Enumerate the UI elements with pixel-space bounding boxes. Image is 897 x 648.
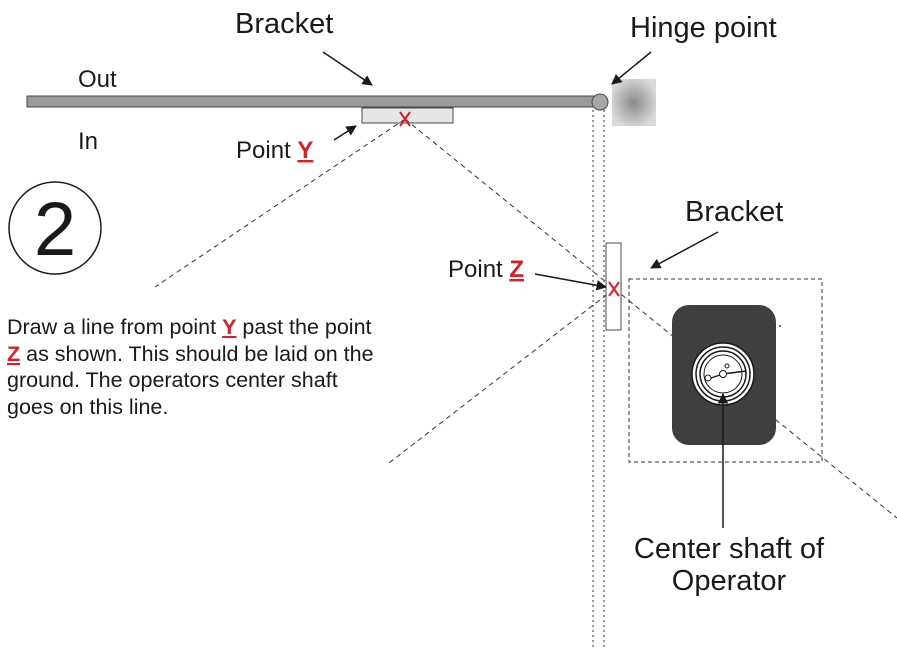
bracket-right-label: Bracket xyxy=(685,196,783,228)
point-z-label: Point Z xyxy=(448,256,524,283)
center-shaft-label-line2: Operator xyxy=(672,565,787,597)
point-y-label: Point Y xyxy=(236,137,313,164)
step-number: 2 xyxy=(34,187,76,272)
arrow-bracket-top xyxy=(322,51,373,86)
arrow-bracket-right xyxy=(650,231,719,269)
dashed-line-z-left xyxy=(388,288,615,464)
hinge-knuckle xyxy=(591,93,609,111)
out-label: Out xyxy=(78,66,117,93)
hinge-post-icon xyxy=(612,79,656,126)
hinge-point-label: Hinge point xyxy=(630,12,777,44)
operator-mount-area xyxy=(628,278,823,463)
instruction-point-z: Z xyxy=(7,341,21,366)
arrow-point-y xyxy=(333,125,357,141)
instruction-point-y: Y xyxy=(222,315,237,339)
bracket-top-label: Bracket xyxy=(235,8,333,40)
arrow-hinge-point xyxy=(611,51,652,85)
operator-dot xyxy=(779,325,781,327)
bracket-right xyxy=(605,242,622,331)
gate-bar xyxy=(26,95,595,108)
in-label: In xyxy=(78,128,98,155)
instruction-text: Draw a line from point Y past the point … xyxy=(7,315,374,419)
center-shaft-label-line1: Center shaft of xyxy=(634,533,825,565)
step-number-circle xyxy=(8,181,102,275)
arrow-point-z xyxy=(534,273,608,291)
point-z-marker-icon xyxy=(608,281,620,297)
point-y-marker-icon xyxy=(399,111,411,127)
dashed-line-y-to-z xyxy=(404,118,897,519)
